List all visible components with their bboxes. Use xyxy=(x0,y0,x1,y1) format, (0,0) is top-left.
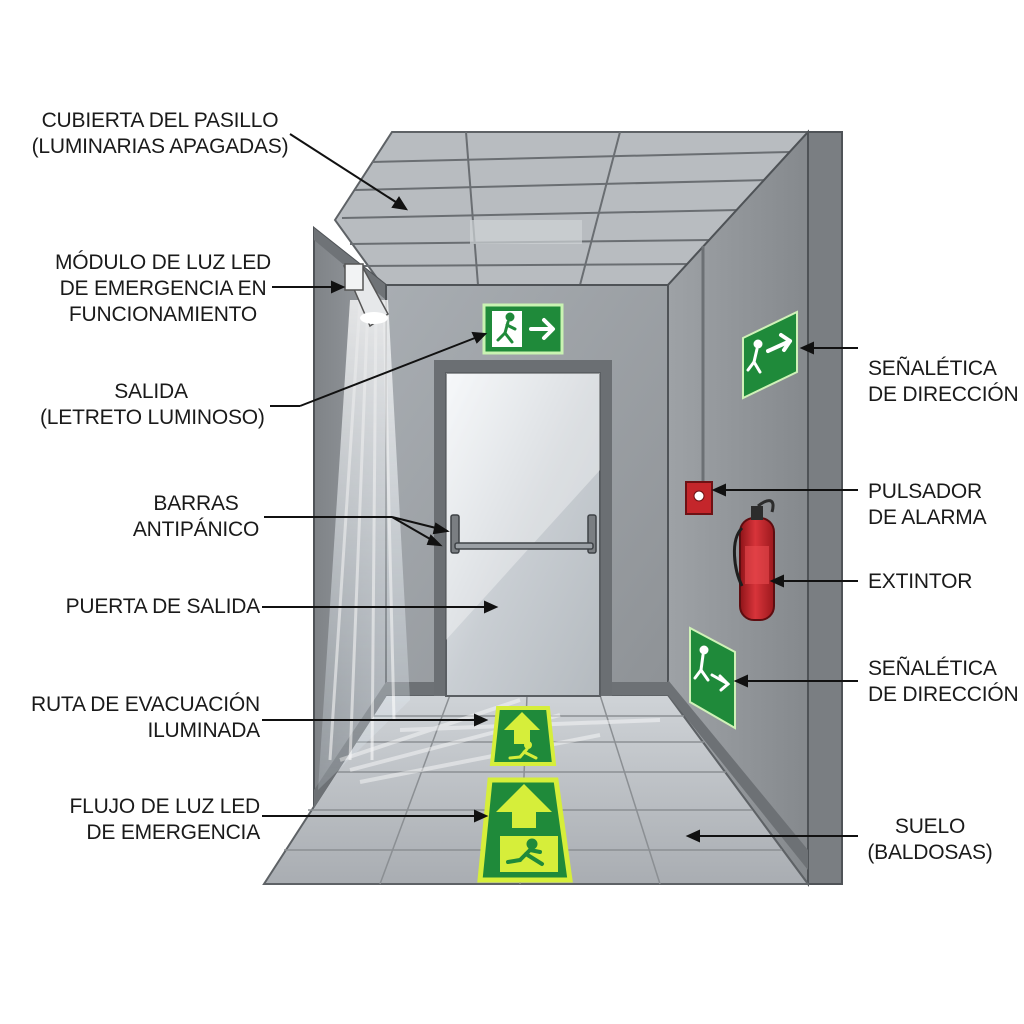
label-panic-bars-line1: BARRAS xyxy=(153,492,239,515)
label-floor: SUELO (BALDOSAS) xyxy=(860,814,1000,866)
label-ceiling-line1: CUBIERTA DEL PASILLO xyxy=(41,109,279,132)
right-wall-edge xyxy=(807,131,843,885)
ceiling-grid xyxy=(333,131,811,286)
label-direction-sign-top-line2: DE DIRECCIÓN xyxy=(868,383,1019,406)
right-arrow-icon xyxy=(710,673,731,692)
led-emergency-module xyxy=(342,263,389,328)
floor-marker-near xyxy=(477,777,573,883)
running-person-icon xyxy=(496,312,517,344)
label-direction-sign-top: SEÑALÉTICA DE DIRECCIÓN xyxy=(868,356,1019,408)
label-alarm-button-line2: DE ALARMA xyxy=(868,506,987,529)
direction-sign-bottom xyxy=(689,626,736,730)
label-direction-sign-bottom-line2: DE DIRECCIÓN xyxy=(868,683,1019,706)
alarm-button xyxy=(685,481,713,515)
running-person-icon xyxy=(500,836,558,872)
label-led-module-line3: FUNCIONAMIENTO xyxy=(68,303,258,326)
label-exit-door: PUERTA DE SALIDA xyxy=(40,594,261,620)
label-led-module: MÓDULO DE LUZ LED DE EMERGENCIA EN FUNCI… xyxy=(48,250,278,328)
label-direction-sign-bottom: SEÑALÉTICA DE DIRECCIÓN xyxy=(868,656,1019,708)
label-floor-line1: SUELO xyxy=(894,815,966,838)
label-evac-route: RUTA DE EVACUACIÓN ILUMINADA xyxy=(20,692,260,744)
label-exit-sign: SALIDA (LETRETO LUMINOSO) xyxy=(40,379,265,431)
right-arrow-icon xyxy=(766,333,792,353)
exit-door xyxy=(434,360,612,697)
right-arrow-icon xyxy=(529,318,555,340)
label-exit-sign-line1: SALIDA xyxy=(114,380,188,403)
label-alarm-button-line1: PULSADOR xyxy=(868,480,982,503)
up-arrow-icon xyxy=(496,784,552,828)
floor-marker-far xyxy=(489,706,557,766)
running-person-icon xyxy=(693,645,710,682)
direction-sign-top xyxy=(742,310,798,400)
leader-lines xyxy=(262,133,858,843)
label-extinguisher: EXTINTOR xyxy=(868,569,1018,595)
label-panic-bars: BARRAS ANTIPÁNICO xyxy=(126,491,266,543)
label-direction-sign-bottom-line1: SEÑALÉTICA xyxy=(868,657,997,680)
label-exit-sign-line2: (LETRETO LUMINOSO) xyxy=(40,406,265,429)
label-ceiling: CUBIERTA DEL PASILLO (LUMINARIAS APAGADA… xyxy=(30,108,290,160)
label-led-module-line2: DE EMERGENCIA EN xyxy=(59,277,267,300)
fire-extinguisher xyxy=(732,499,775,621)
label-direction-sign-top-line1: SEÑALÉTICA xyxy=(868,357,997,380)
label-led-flow-line1: FLUJO DE LUZ LED xyxy=(69,795,260,818)
label-extinguisher-line1: EXTINTOR xyxy=(868,570,973,593)
label-led-flow-line2: DE EMERGENCIA xyxy=(86,821,260,844)
label-panic-bars-line2: ANTIPÁNICO xyxy=(132,518,260,541)
label-led-flow: FLUJO DE LUZ LED DE EMERGENCIA xyxy=(40,794,260,846)
label-exit-door-line1: PUERTA DE SALIDA xyxy=(65,595,261,618)
exit-sign xyxy=(482,303,564,355)
label-alarm-button: PULSADOR DE ALARMA xyxy=(868,479,1018,531)
label-evac-route-line2: ILUMINADA xyxy=(147,719,260,742)
label-led-module-line1: MÓDULO DE LUZ LED xyxy=(55,251,271,274)
label-ceiling-line2: (LUMINARIAS APAGADAS) xyxy=(31,135,289,158)
up-arrow-icon xyxy=(504,712,540,744)
running-person-icon xyxy=(508,741,538,760)
panic-bar xyxy=(450,514,597,554)
label-evac-route-line1: RUTA DE EVACUACIÓN xyxy=(31,693,260,716)
running-person-icon xyxy=(746,339,763,374)
label-floor-line2: (BALDOSAS) xyxy=(867,841,993,864)
